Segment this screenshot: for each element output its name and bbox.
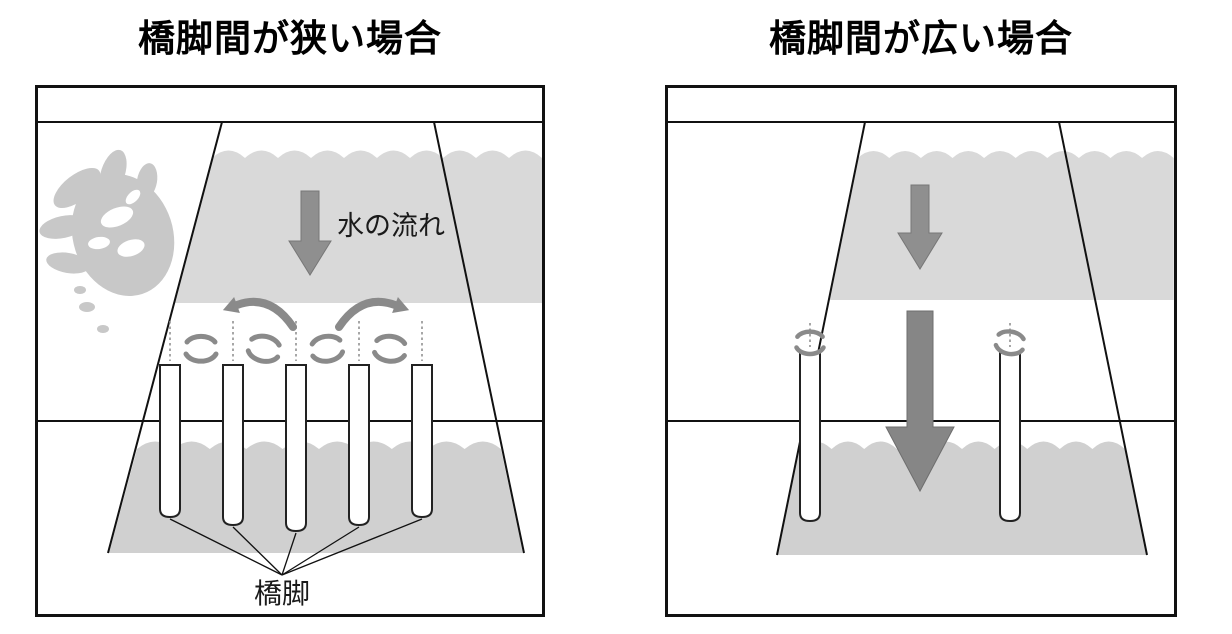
splash-droplet [99, 149, 127, 197]
splash-highlight [125, 189, 141, 205]
callout-line [232, 526, 283, 576]
flow-arrow-icon [897, 184, 943, 270]
bridge-pier [222, 364, 244, 527]
callout-line [281, 532, 297, 576]
backwash-curve [233, 297, 297, 331]
bridge-pier [159, 364, 181, 519]
splash-highlight [88, 236, 110, 250]
flow-arrow-icon [288, 190, 332, 276]
left-panel-title: 橋脚間が狭い場合 [138, 18, 442, 59]
callout-line [281, 526, 360, 576]
bridge-pier [411, 364, 433, 519]
bridge-pier [285, 364, 307, 533]
right-channel-edge [433, 121, 525, 554]
bridge-pier [999, 352, 1021, 523]
pier-label-callout: 橋脚 [169, 518, 423, 609]
backwash-curve [335, 297, 399, 331]
right-panel-title: 橋脚間が広い場合 [769, 18, 1073, 59]
left-channel-edge [107, 121, 223, 554]
upstream-water [175, 150, 542, 303]
splash-droplet [39, 215, 87, 239]
bridge-pier [348, 364, 370, 527]
water-flow-label: 水の流れ [337, 211, 445, 241]
right-channel-edge [1058, 121, 1148, 556]
big-flow-arrow-icon [885, 310, 955, 493]
bridge-pier-label: 橋脚 [254, 578, 310, 609]
downstream-water [777, 441, 1147, 555]
backwash-arrow-right-icon [335, 297, 410, 331]
splash-droplet [97, 325, 109, 333]
right-diagram [665, 85, 1177, 617]
backwash-arrowhead [392, 297, 410, 313]
splash-droplet [74, 286, 86, 294]
splash-icon [39, 149, 175, 333]
splash-droplet [79, 302, 95, 312]
splash-droplet [53, 167, 101, 209]
bridge-piers [799, 352, 1021, 523]
backwash-arrow-left-icon [222, 297, 297, 331]
splash-highlight [100, 206, 134, 228]
bridge-piers [159, 364, 433, 533]
left-diagram: 水の流れ 橋脚 [35, 85, 545, 617]
left-channel-edge [776, 121, 866, 556]
upstream-water [828, 151, 1174, 300]
backwash-arrowhead [222, 297, 240, 313]
callout-line [169, 518, 283, 576]
splash-droplet [136, 163, 158, 199]
callout-line [281, 518, 423, 576]
splash-highlight [117, 239, 145, 257]
splash-droplet [46, 252, 90, 274]
splash-blob [71, 174, 175, 296]
bridge-pier [799, 352, 821, 523]
flow-guide-dashes [809, 323, 1011, 347]
